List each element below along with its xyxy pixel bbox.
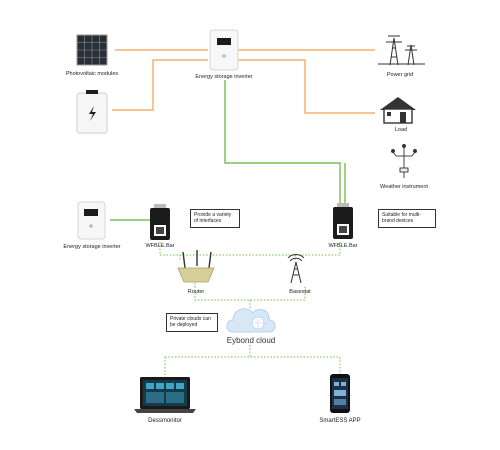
inverter-icon [209, 29, 239, 71]
solar-panel-icon [76, 34, 108, 66]
inverter-left-label: Energy storage inverter [63, 244, 121, 250]
eybond-cloud-label: Eybond cloud [226, 336, 276, 345]
inverter-icon [77, 201, 106, 240]
multibrand-note: Suitable for multi-brand devices [378, 209, 436, 228]
power-tower-icon [378, 35, 425, 66]
antenna-icon [287, 254, 305, 284]
data-lines [110, 80, 346, 221]
smartess-label: SmartESS APP [319, 418, 361, 424]
power-grid-label: Power grid [386, 72, 414, 78]
power-lines [112, 49, 375, 114]
wfble-right-label: WFBLE.Bar [328, 243, 358, 249]
cloud-icon [226, 308, 276, 333]
house-icon [380, 97, 416, 124]
load-label: Load [394, 127, 408, 133]
dessmonitor-label: Dessmonitor [148, 418, 182, 424]
router-icon [177, 250, 215, 283]
weather-instrument-label: Weather instrument [380, 184, 428, 190]
pv-modules-label: Photovoltaic modules [65, 71, 119, 77]
phone-icon [330, 374, 350, 413]
wfble-left-label: WFBLE.Bar [145, 243, 175, 249]
router-label: Router [187, 289, 205, 295]
weather-station-icon [391, 144, 417, 178]
battery-icon [76, 90, 108, 134]
basestat-label: Basestat [289, 289, 311, 295]
inverter-top-label: Energy storage inverter [195, 74, 253, 80]
interfaces-note: Provide a variety of interfaces [190, 209, 240, 228]
network-lines [159, 242, 341, 375]
wifi-dongle-icon [150, 204, 170, 240]
wifi-dongle-icon [333, 203, 353, 239]
private-clouds-note: Private clouds can be deployed [166, 313, 218, 332]
laptop-icon [134, 377, 196, 413]
